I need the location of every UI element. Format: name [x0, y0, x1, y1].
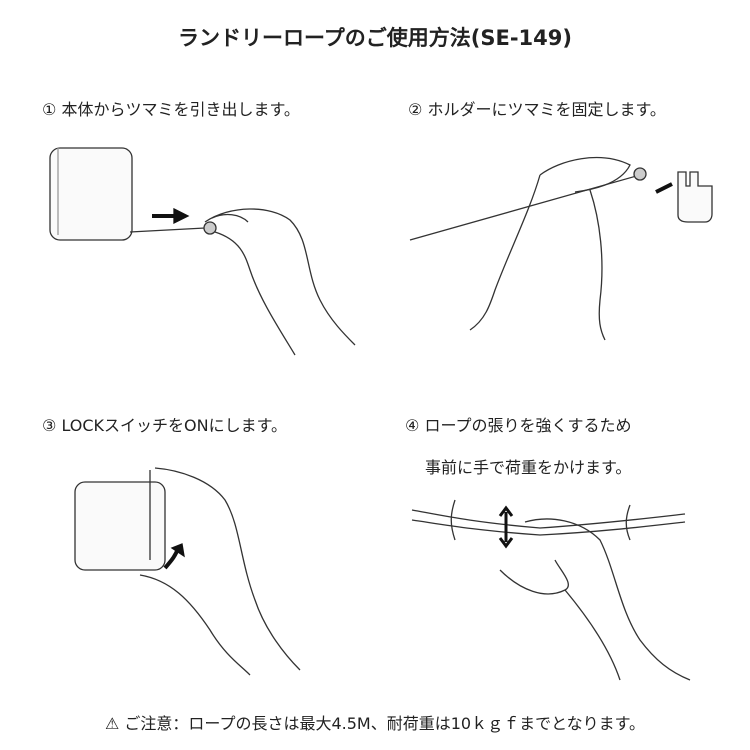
page-title: ランドリーロープのご使用方法(SE-149): [178, 26, 572, 50]
step-number: ④: [405, 416, 420, 435]
step-3-caption: ③ LOCKスイッチをONにします。: [42, 412, 287, 436]
step-4-caption: ④ ロープの張りを強くするため: [405, 412, 631, 436]
step-number: ③: [42, 416, 57, 435]
step-2-illustration: [409, 157, 713, 341]
caution-text: ご注意：ロープの長さは最大4.5M、耐荷重は10ｋｇｆまでとなります。: [124, 714, 645, 733]
hand: [139, 467, 301, 676]
step-4-illustration: [411, 499, 691, 681]
step-1-illustration: [49, 147, 356, 356]
step-2-caption: ② ホルダーにツマミを固定します。: [408, 96, 666, 120]
step-number: ②: [408, 100, 423, 119]
rope: [411, 509, 686, 529]
hand: [204, 208, 356, 356]
hand: [469, 157, 631, 341]
step-3-illustration: [74, 467, 301, 676]
arrow-icon: [655, 182, 673, 194]
step-text: ホルダーにツマミを固定します。: [427, 100, 666, 119]
knob: [633, 167, 647, 181]
step-1-caption: ① 本体からツマミを引き出します。: [42, 96, 300, 120]
step-number: ①: [42, 100, 57, 119]
knob: [203, 221, 217, 235]
step-4-caption-line2: 事前に手で荷重をかけます。: [425, 458, 632, 477]
rope-reel-body: [74, 481, 166, 571]
step-text: 本体からツマミを引き出します。: [61, 100, 300, 119]
holder: [677, 171, 713, 223]
rope: [129, 227, 206, 233]
step-text: ロープの張りを強くするため: [424, 416, 632, 435]
rope-reel-body: [49, 147, 133, 241]
hand: [499, 518, 691, 681]
caution-note: ⚠ ご注意：ロープの長さは最大4.5M、耐荷重は10ｋｇｆまでとなります。: [0, 710, 750, 734]
warning-icon: ⚠: [104, 714, 120, 733]
step-text: LOCKスイッチをONにします。: [61, 416, 288, 435]
